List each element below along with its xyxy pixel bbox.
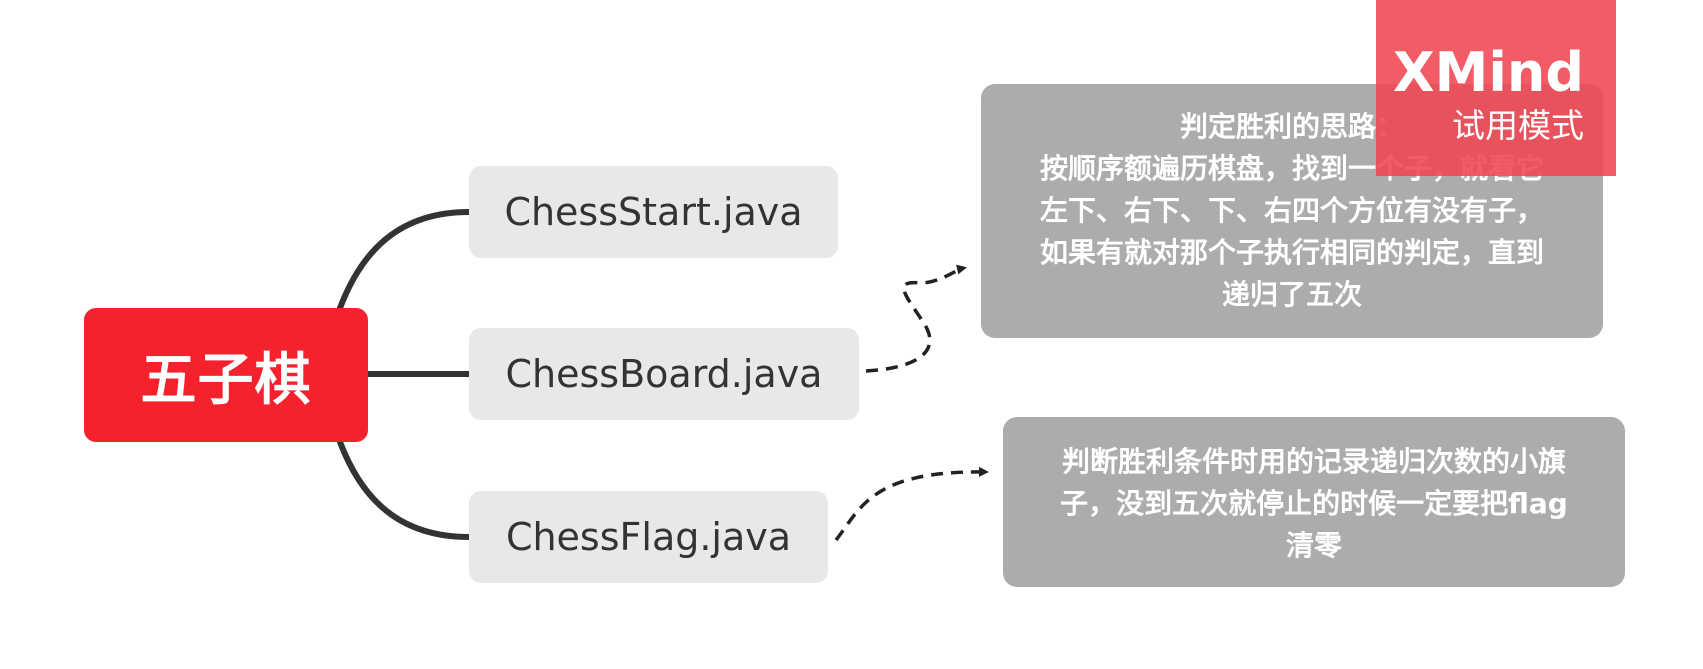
central-topic-label: 五子棋 (140, 347, 312, 413)
topic-label: ChessFlag.java (505, 515, 792, 559)
note-line: 如果有就对那个子执行相同的判定，直到 (1039, 236, 1544, 269)
branch-line-chessflag (337, 439, 472, 540)
relationship-line-board-note (865, 264, 967, 373)
note-line: 递归了五次 (1221, 278, 1362, 311)
topic-label: ChessBoard.java (505, 352, 823, 396)
topic-chessflag[interactable]: ChessFlag.java (469, 491, 828, 583)
note-win-logic[interactable]: 判定胜利的思路： 按顺序额遍历棋盘，找到一个子，就看它 左下、右下、下、右四个方… (981, 84, 1603, 338)
note-line: 子，没到五次就停止的时候一定要把flag (1060, 487, 1568, 520)
branch-line-chessstart (337, 209, 472, 311)
watermark-subtitle: 试用模式 (1452, 106, 1584, 145)
note-line: 判定胜利的思路： (1179, 110, 1404, 143)
watermark-title: XMind (1393, 41, 1584, 104)
note-line: 判断胜利条件时用的记录递归次数的小旗 (1061, 445, 1566, 478)
topic-chessstart[interactable]: ChessStart.java (469, 166, 838, 258)
topic-chessboard[interactable]: ChessBoard.java (469, 328, 859, 420)
trial-watermark: XMind 试用模式 (1376, 0, 1616, 176)
note-flag-reset[interactable]: 判断胜利条件时用的记录递归次数的小旗 子，没到五次就停止的时候一定要把flag … (1003, 417, 1625, 587)
central-topic[interactable]: 五子棋 (84, 308, 368, 442)
note-line: 左下、右下、下、右四个方位有没有子， (1039, 194, 1544, 227)
note-line: 清零 (1285, 529, 1342, 562)
relationship-line-flag-note (834, 466, 989, 542)
topic-label: ChessStart.java (504, 190, 803, 234)
